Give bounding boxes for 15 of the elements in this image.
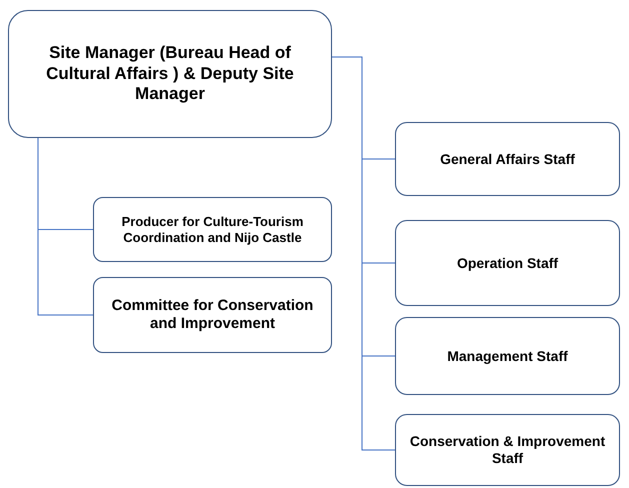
connector-line bbox=[38, 138, 94, 316]
box-label: Committee for Conservation and Improvement bbox=[110, 297, 314, 333]
org-box bbox=[395, 317, 620, 395]
org-box bbox=[395, 122, 620, 196]
box-label: General Affairs Staff bbox=[440, 150, 575, 168]
org-box bbox=[8, 10, 332, 138]
org-box bbox=[395, 220, 620, 306]
box-label: Management Staff bbox=[447, 348, 568, 364]
box-label: Operation Staff bbox=[456, 254, 558, 272]
org-box bbox=[93, 197, 332, 262]
org-box bbox=[395, 414, 620, 486]
org-box bbox=[93, 277, 332, 353]
box-label: Conservation & Improvement Staff bbox=[408, 433, 606, 467]
box-label: Site Manager (Bureau Head of Cultural Affairs ) & Deputy Site Manager bbox=[45, 43, 295, 105]
box-label: Producer for Culture-Tourism Coordination and Nijo Castle bbox=[120, 214, 304, 246]
